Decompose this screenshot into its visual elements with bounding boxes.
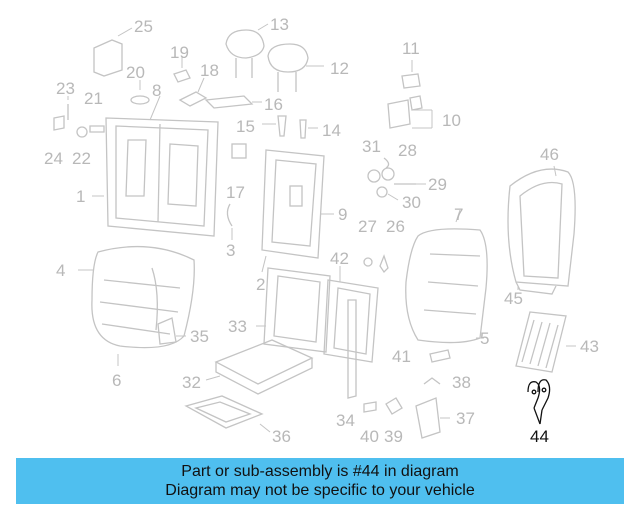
callout-38: 38 bbox=[452, 373, 471, 392]
callout-22: 22 bbox=[72, 149, 91, 168]
part-16-trim bbox=[204, 95, 262, 109]
part-37-bracket bbox=[415, 397, 450, 439]
part-35-bracket bbox=[157, 317, 186, 345]
part-33-panel bbox=[256, 267, 331, 353]
part-14-guide bbox=[299, 119, 318, 139]
callout-19: 19 bbox=[170, 43, 189, 62]
callout-15: 15 bbox=[236, 117, 255, 136]
callout-31: 31 bbox=[362, 137, 381, 156]
callout-4: 4 bbox=[56, 261, 65, 280]
callout-42: 42 bbox=[330, 249, 349, 268]
callout-25: 25 bbox=[134, 17, 153, 36]
callout-44: 44 bbox=[530, 427, 549, 446]
part-17-cover bbox=[231, 143, 247, 159]
callout-labels: 1 2 3 4 5 6 7 8 9 10 11 12 13 14 15 16 1… bbox=[44, 15, 599, 446]
part-9-seatback bbox=[261, 149, 334, 273]
part-36-frame bbox=[184, 395, 271, 433]
part-27-washer bbox=[363, 257, 373, 267]
callout-37: 37 bbox=[456, 409, 475, 428]
callout-18: 18 bbox=[200, 61, 219, 80]
callout-35: 35 bbox=[190, 327, 209, 346]
callout-45: 45 bbox=[504, 289, 523, 308]
part-4-6-seat-cushion bbox=[78, 245, 195, 366]
callout-29: 29 bbox=[428, 175, 447, 194]
callout-14: 14 bbox=[322, 121, 341, 140]
callout-39: 39 bbox=[384, 427, 403, 446]
callout-7: 7 bbox=[454, 205, 463, 224]
part-31-28-bushing bbox=[367, 157, 395, 183]
part-26-stud bbox=[379, 254, 389, 274]
part-3-hinge bbox=[226, 203, 233, 240]
callout-33: 33 bbox=[228, 317, 247, 336]
info-banner: Part or sub-assembly is #44 in diagram D… bbox=[16, 458, 624, 504]
part-38-bracket bbox=[423, 377, 441, 385]
callout-21: 21 bbox=[84, 89, 103, 108]
part-11-bezel bbox=[401, 60, 421, 89]
callout-27: 27 bbox=[358, 217, 377, 236]
callout-36: 36 bbox=[272, 427, 291, 446]
part-20-cap bbox=[130, 80, 150, 105]
part-18-bracket bbox=[178, 77, 208, 107]
callout-5: 5 bbox=[480, 329, 489, 348]
part-7-5-seatback-cover bbox=[405, 209, 488, 344]
callout-23: 23 bbox=[56, 79, 75, 98]
part-15-guide bbox=[262, 115, 287, 137]
part-13-headrest bbox=[225, 23, 269, 78]
part-42-panel bbox=[323, 266, 379, 363]
banner-line-2: Diagram may not be specific to your vehi… bbox=[165, 482, 475, 499]
callout-46: 46 bbox=[540, 145, 559, 164]
callout-24: 24 bbox=[44, 149, 63, 168]
callout-32: 32 bbox=[182, 373, 201, 392]
callout-30: 30 bbox=[402, 193, 421, 212]
part-41-clip bbox=[429, 349, 451, 363]
part-39-clip bbox=[385, 397, 403, 415]
parts-diagram: 1 2 3 4 5 6 7 8 9 10 11 12 13 14 15 16 1… bbox=[44, 15, 599, 446]
part-45-wire bbox=[515, 281, 557, 295]
callout-6: 6 bbox=[112, 371, 121, 390]
part-10-latch bbox=[387, 95, 433, 129]
part-24-bracket bbox=[53, 115, 65, 131]
callout-9: 9 bbox=[338, 205, 347, 224]
callout-20: 20 bbox=[126, 63, 145, 82]
part-19-clip bbox=[173, 56, 191, 83]
callout-43: 43 bbox=[580, 337, 599, 356]
callout-40: 40 bbox=[360, 427, 379, 446]
callout-11: 11 bbox=[402, 39, 420, 58]
banner-line-1: Part or sub-assembly is #44 in diagram bbox=[181, 463, 459, 480]
callout-17: 17 bbox=[226, 183, 245, 202]
part-12-headrest bbox=[267, 43, 324, 92]
part-32-cushion bbox=[205, 339, 314, 395]
part-43-heating-pad bbox=[515, 311, 576, 373]
callout-2: 2 bbox=[256, 275, 265, 294]
callout-26: 26 bbox=[386, 217, 405, 236]
part-8-1-seatback-frame bbox=[92, 95, 219, 237]
callout-13: 13 bbox=[270, 15, 289, 34]
part-30-washer bbox=[376, 186, 399, 201]
callout-28: 28 bbox=[398, 141, 417, 160]
callout-10: 10 bbox=[442, 111, 461, 130]
part-22-nut bbox=[76, 126, 88, 138]
part-46-frame bbox=[507, 165, 576, 287]
part-21-screw bbox=[89, 125, 105, 133]
part-25-bracket bbox=[93, 27, 133, 77]
callout-3: 3 bbox=[226, 241, 235, 260]
part-34-strip bbox=[347, 299, 357, 399]
part-44-clips bbox=[527, 379, 551, 425]
callout-16: 16 bbox=[264, 95, 283, 114]
callout-1: 1 bbox=[76, 187, 85, 206]
part-40-clip bbox=[363, 401, 377, 413]
callout-8: 8 bbox=[152, 81, 161, 100]
callout-41: 41 bbox=[392, 347, 411, 366]
callout-12: 12 bbox=[330, 59, 349, 78]
callout-34: 34 bbox=[336, 411, 355, 430]
